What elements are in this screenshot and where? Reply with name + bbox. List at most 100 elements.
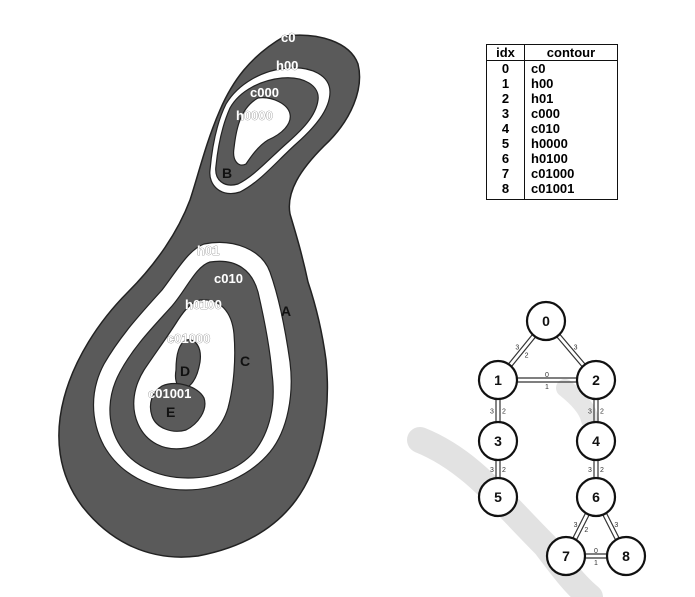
table-cell-contour: c01000 — [524, 166, 618, 181]
region-label-E: E — [166, 404, 175, 420]
graph-node-circle — [575, 476, 617, 518]
graph-edge-6-8-fwd — [605, 512, 620, 539]
table-cell-idx: 6 — [486, 151, 525, 166]
graph-node-7: 7 — [545, 535, 587, 577]
table-cell-contour: c01001 — [524, 181, 618, 200]
graph-edge-0-1-fwd — [511, 336, 537, 367]
graph-node-8: 8 — [605, 535, 647, 577]
graph-node-circle — [525, 300, 567, 342]
graph-edge-0-2-back — [556, 336, 583, 368]
graph-node-circle — [575, 420, 617, 462]
graph-node-label: 4 — [592, 433, 600, 449]
label-h0100: h0100 — [185, 297, 222, 312]
label-c0: c0 — [281, 30, 295, 45]
graph-node-circle — [545, 535, 587, 577]
graph-node-0: 0 — [525, 300, 567, 342]
graph-node-3: 3 — [477, 420, 519, 462]
table-cell-contour: c010 — [524, 121, 618, 136]
graph-node-label: 1 — [494, 372, 502, 388]
graph-edge-0-1-back — [507, 334, 533, 365]
edge-weight-0-1-back: 3 — [515, 345, 519, 352]
table-cell-idx: 4 — [486, 121, 525, 136]
table-cell-contour: h0100 — [524, 151, 618, 166]
graph-edge-6-8-back — [602, 514, 617, 541]
graph-edge-6-7-fwd — [575, 514, 590, 541]
edge-weight-3-5-back: 3 — [490, 467, 494, 474]
label-h00: h00 — [276, 58, 298, 73]
background-streak-2 — [556, 379, 599, 429]
column-header-contour: contour — [524, 44, 618, 61]
table-cell-contour: c000 — [524, 106, 618, 121]
graph-edge-6-7-back — [572, 512, 587, 539]
graph-node-label: 8 — [622, 548, 630, 564]
edge-weight-4-6-fwd: 2 — [600, 467, 604, 474]
graph-node-label: 5 — [494, 489, 502, 505]
edge-weight-2-4-fwd: 2 — [600, 409, 604, 416]
table-cell-idx: 7 — [486, 166, 525, 181]
graph-node-2: 2 — [575, 359, 617, 401]
edge-weight-1-3-fwd: 2 — [502, 409, 506, 416]
edge-weight-7-8-back: 1 — [594, 560, 598, 567]
region-label-C: C — [240, 353, 250, 369]
edge-weight-4-6-back: 3 — [588, 467, 592, 474]
table-cell-idx: 5 — [486, 136, 525, 151]
contour-h0000-hole — [233, 97, 291, 166]
region-label-A: A — [281, 303, 291, 319]
graph-node-6: 6 — [575, 476, 617, 518]
edge-weight-0-2-fwd: 3 — [574, 345, 578, 352]
label-c010: c010 — [214, 271, 243, 286]
graph-node-1: 1 — [477, 359, 519, 401]
edge-weight-1-2-fwd: 0 — [545, 372, 549, 379]
table-header-row: idx contour — [486, 44, 618, 61]
graph-node-label: 7 — [562, 548, 570, 564]
label-h0000: h0000 — [236, 108, 273, 123]
edge-weight-1-2-back: 1 — [545, 384, 549, 391]
table-cell-contour: h00 — [524, 76, 618, 91]
table-cell-idx: 1 — [486, 76, 525, 91]
edge-weight-1-3-back: 3 — [490, 409, 494, 416]
graph-node-circle — [575, 359, 617, 401]
edge-weight-2-4-back: 3 — [588, 409, 592, 416]
table-cell-idx: 0 — [486, 60, 525, 76]
graph-node-5: 5 — [477, 476, 519, 518]
table-cell-contour: h0000 — [524, 136, 618, 151]
region-label-D: D — [180, 363, 190, 379]
graph-node-label: 2 — [592, 372, 600, 388]
graph-node-circle — [477, 476, 519, 518]
graph-node-circle — [477, 359, 519, 401]
label-c01001: c01001 — [148, 386, 191, 401]
graph-edge-0-2-fwd — [559, 333, 586, 365]
label-c000: c000 — [250, 85, 279, 100]
contour-c01001-region — [149, 383, 206, 432]
label-c01000: c01000 — [167, 331, 210, 346]
table-cell-contour: c0 — [524, 60, 618, 76]
region-label-B: B — [222, 165, 232, 181]
label-h01: h01 — [197, 243, 219, 258]
graph-node-4: 4 — [575, 420, 617, 462]
table-cell-idx: 8 — [486, 181, 525, 200]
graph-node-label: 6 — [592, 489, 600, 505]
graph-node-circle — [477, 420, 519, 462]
table-cell-idx: 2 — [486, 91, 525, 106]
graph-node-label: 3 — [494, 433, 502, 449]
table-cell-idx: 3 — [486, 106, 525, 121]
edge-weight-0-1-fwd: 2 — [525, 352, 529, 359]
edge-weight-6-7-back: 3 — [574, 522, 578, 529]
edge-weight-6-8-fwd: 3 — [614, 522, 618, 529]
graph-node-label: 0 — [542, 313, 550, 329]
column-header-idx: idx — [486, 44, 525, 61]
